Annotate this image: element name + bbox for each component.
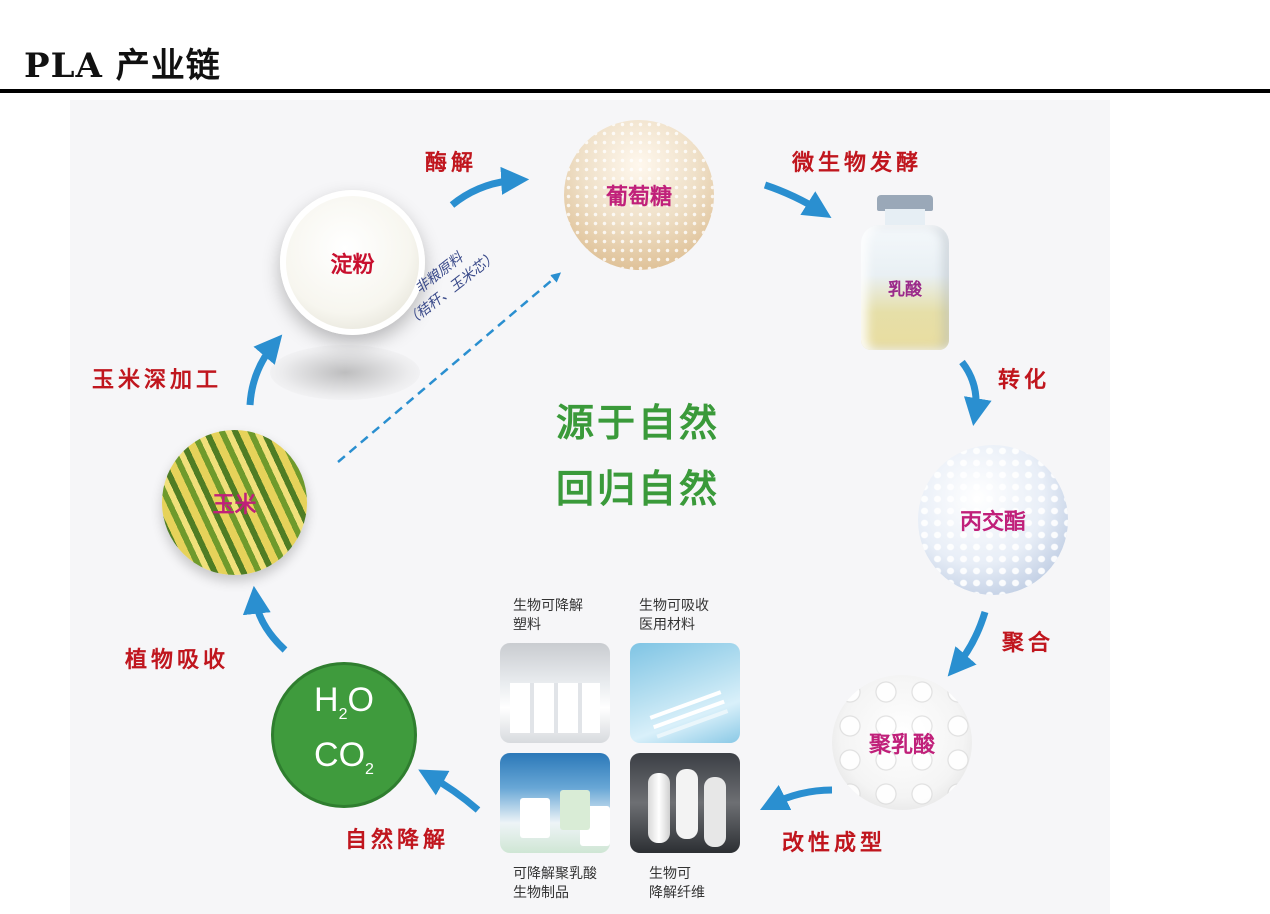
lactide-stage: 丙交酯: [918, 445, 1068, 595]
caption-medical: 生物可吸收医用材料: [639, 598, 709, 633]
photo-biodegradable-plastic: [500, 643, 610, 743]
caption-plastic: 生物可降解塑料: [513, 598, 583, 633]
h2o-formula: H2O: [314, 681, 374, 723]
bottle-body: 乳酸: [861, 225, 949, 350]
co2-formula: CO2: [314, 736, 374, 778]
glucose-stage: 葡萄糖: [564, 120, 714, 270]
arrow-lactic-to-lactide: [959, 359, 992, 427]
pla-stage: 聚乳酸: [832, 675, 972, 810]
arrow-glucose-to-lactic: [763, 181, 832, 218]
dashed-nongrain-path: [337, 272, 562, 463]
photo-pla-products: [500, 753, 610, 853]
h2o-co2-stage: H2O CO2: [274, 665, 414, 805]
step-enzymolysis: 酶解: [425, 150, 478, 176]
step-absorption: 植物吸收: [125, 647, 230, 673]
pla-cycle-diagram: 淀粉 葡萄糖 乳酸 丙交酯 聚乳酸 玉米 H2O CO2 酶解 微生物发酵 转化…: [70, 100, 1110, 914]
arrows-layer: [242, 166, 992, 813]
step-fermentation: 微生物发酵: [792, 150, 923, 176]
title-divider: [0, 89, 1270, 93]
step-molding: 改性成型: [782, 830, 887, 856]
bottle-neck: [885, 209, 925, 227]
starch-label: 淀粉: [330, 251, 375, 278]
step-processing: 玉米深加工: [92, 367, 223, 393]
step-degradation: 自然降解: [345, 827, 450, 853]
photo-biodegradable-fiber: [630, 753, 740, 853]
bottle-cap: [877, 195, 933, 211]
starch-shadow: [270, 345, 420, 400]
photo-medical-material: [630, 643, 740, 743]
arrow-corn-to-starch: [246, 334, 283, 406]
caption-fiber: 生物可降解纤维: [649, 866, 705, 901]
pla-label: 聚乳酸: [868, 731, 935, 758]
lactic-acid-bottle: 乳酸: [855, 195, 955, 355]
step-conversion: 转化: [998, 367, 1051, 393]
arrow-h2o-to-corn: [242, 585, 288, 653]
lactide-label: 丙交酯: [959, 509, 1026, 535]
corn-stage: 玉米: [162, 430, 307, 575]
step-polymerization: 聚合: [1002, 630, 1055, 656]
page-title: PLA 产业链: [24, 46, 221, 86]
lactic-acid-label: 乳酸: [888, 280, 922, 300]
slogan-line-1: 源于自然: [555, 401, 720, 445]
starch-stage: 淀粉: [280, 190, 425, 335]
caption-goods: 可降解聚乳酸生物制品: [513, 866, 597, 901]
corn-label: 玉米: [212, 491, 257, 518]
glucose-label: 葡萄糖: [605, 184, 672, 210]
arrow-pla-to-products: [759, 784, 833, 811]
arrow-lactide-to-pla: [947, 610, 989, 677]
arrow-products-to-h2o: [418, 769, 481, 813]
arrow-starch-to-glucose: [449, 166, 530, 208]
slogan-line-2: 回归自然: [555, 467, 720, 511]
